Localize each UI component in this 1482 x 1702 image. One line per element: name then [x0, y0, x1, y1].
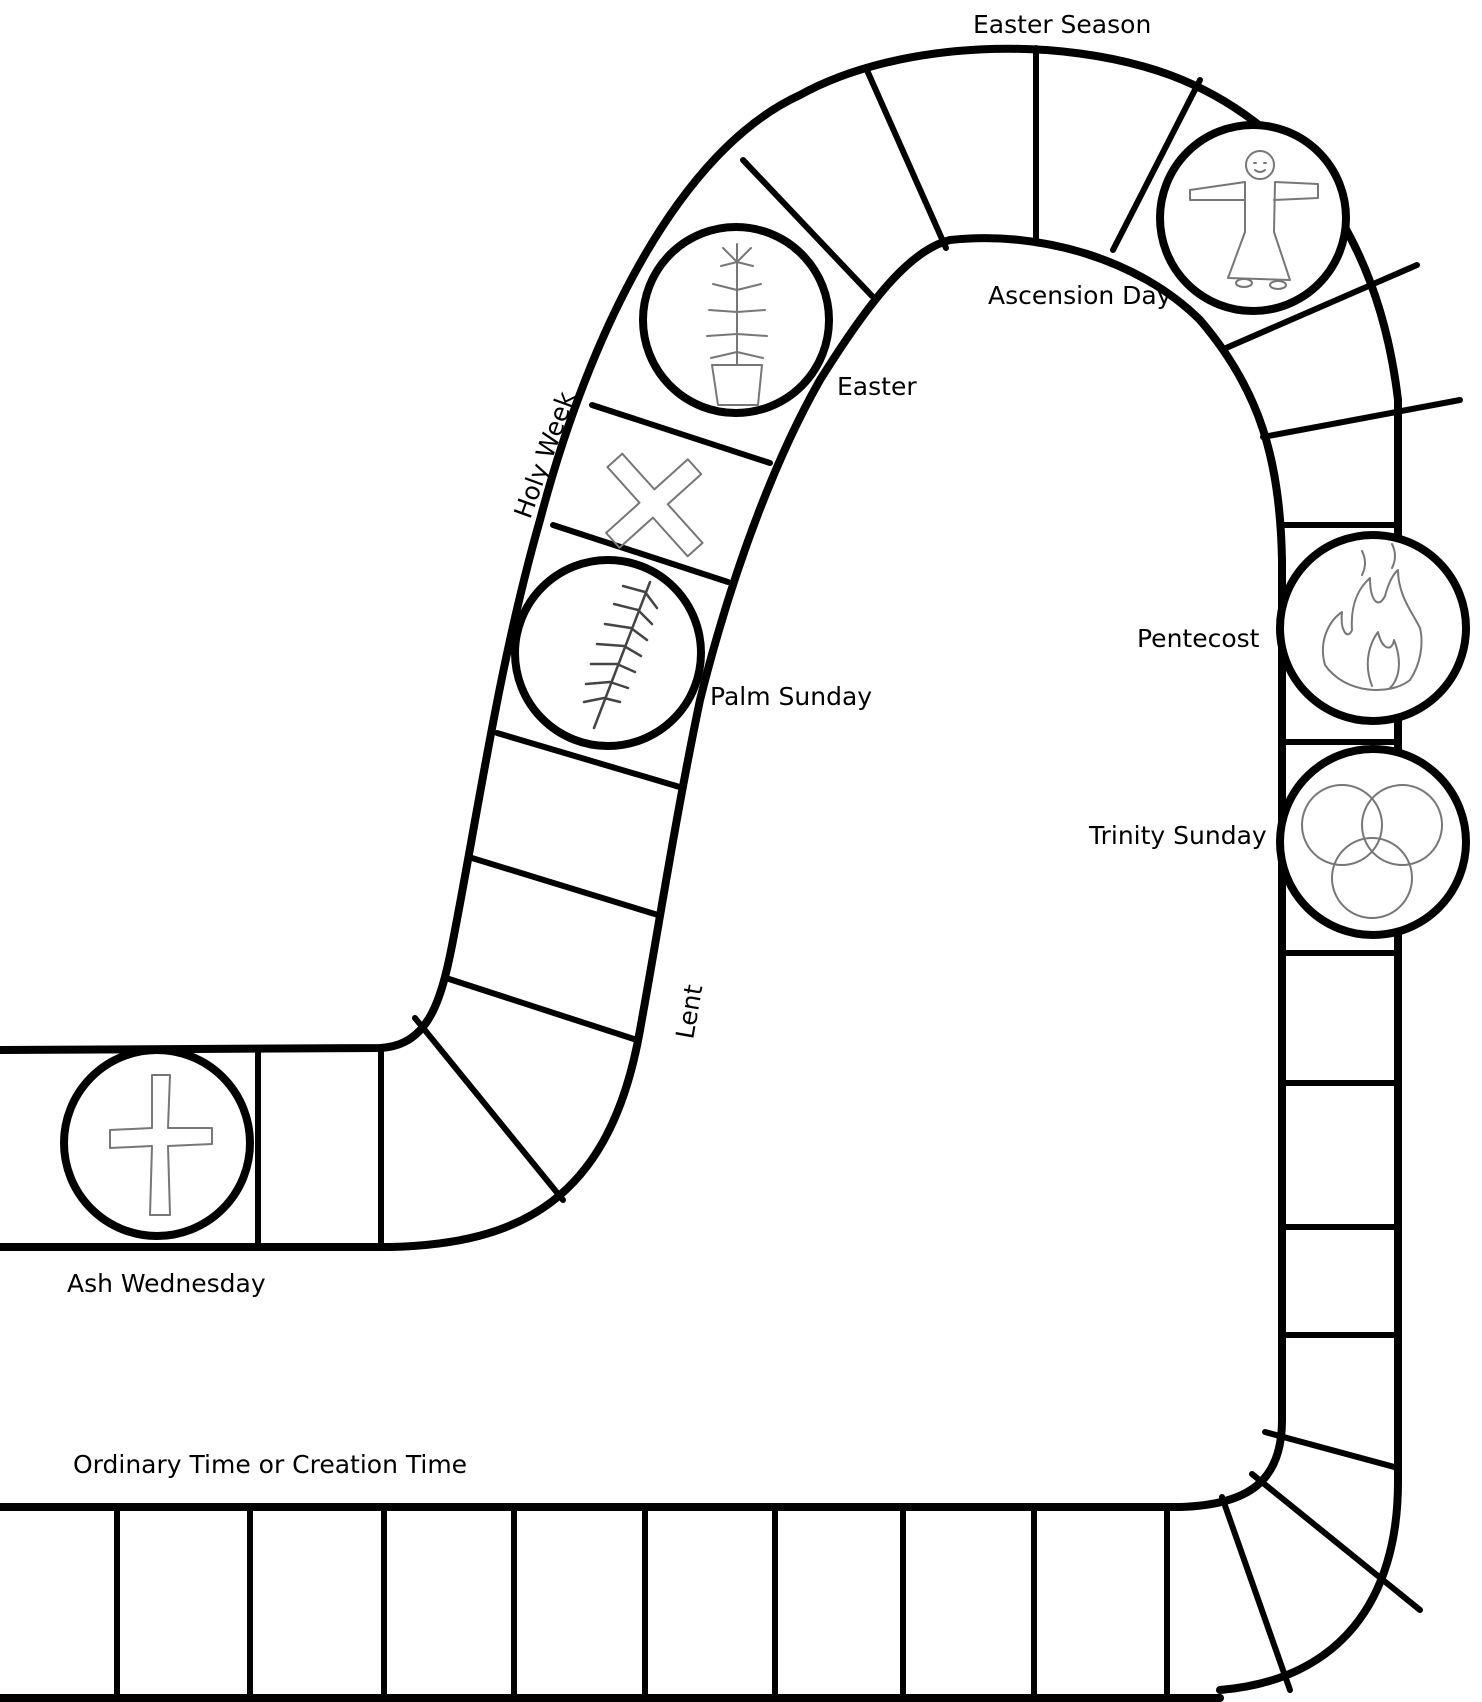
square-divider [1263, 400, 1460, 437]
square-divider [472, 858, 658, 915]
pentecost-space[interactable] [1280, 535, 1466, 721]
square-divider [1265, 1432, 1398, 1468]
label-easter-season: Easter Season [973, 10, 1151, 39]
ascension-day-space[interactable] [1160, 125, 1346, 311]
square-divider [1222, 1497, 1290, 1690]
label-lent: Lent [670, 982, 708, 1041]
ash-wednesday-space[interactable] [64, 1050, 250, 1236]
square-divider [415, 1018, 563, 1200]
trinity-sunday-space[interactable] [1280, 749, 1466, 935]
label-pentecost: Pentecost [1137, 624, 1260, 653]
square-divider [866, 68, 946, 248]
label-trinity-sunday: Trinity Sunday [1088, 821, 1267, 850]
easter-space[interactable] [643, 227, 829, 413]
label-ascension-day: Ascension Day [988, 281, 1172, 310]
track-inner-edge [0, 238, 1282, 1507]
label-ash-wednesday: Ash Wednesday [67, 1269, 266, 1298]
label-ordinary-time: Ordinary Time or Creation Time [73, 1450, 467, 1479]
label-palm-sunday: Palm Sunday [710, 682, 872, 711]
label-easter: Easter [837, 372, 917, 401]
square-divider [446, 978, 637, 1040]
palm-sunday-space[interactable] [515, 560, 701, 746]
